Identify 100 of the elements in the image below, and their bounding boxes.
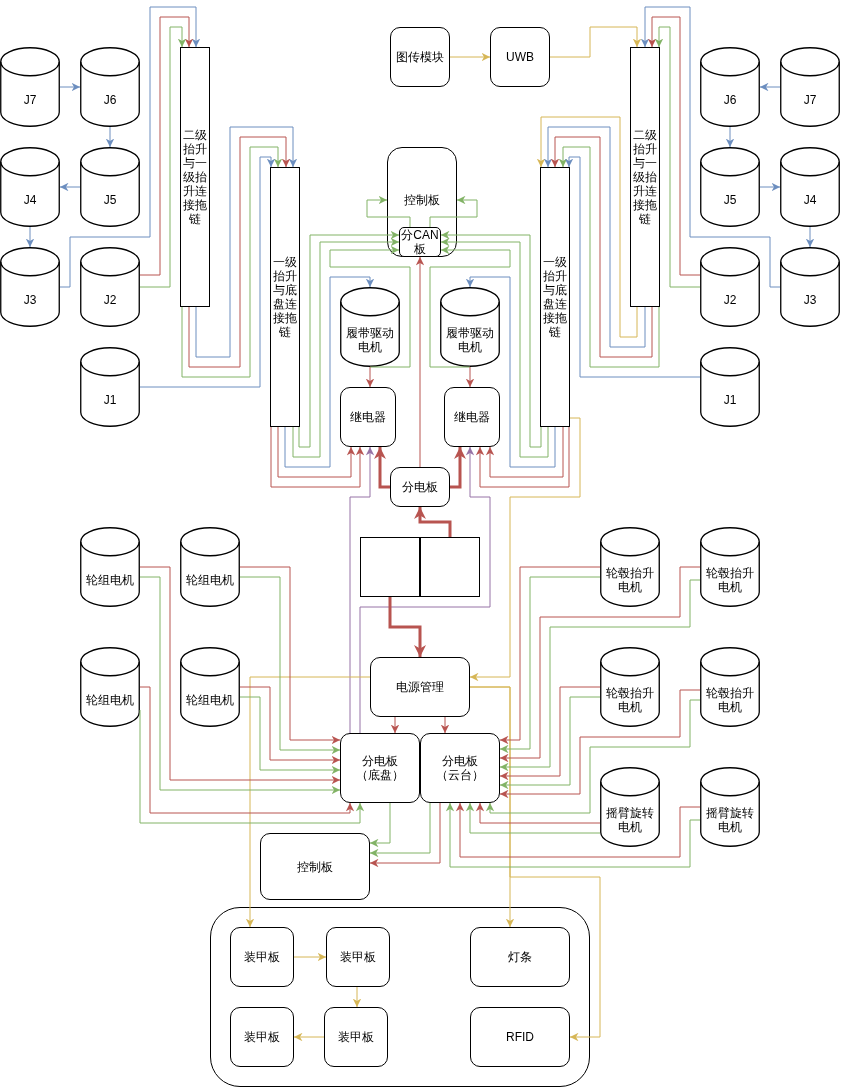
- arrow: [284, 276, 375, 468]
- process-box: [340, 733, 420, 803]
- node-label: J1: [103, 393, 117, 407]
- node-label: 轮组电机: [186, 573, 234, 587]
- arrow: [59, 82, 81, 92]
- process-box: [230, 1007, 294, 1067]
- arrow: [365, 366, 375, 388]
- node-label: 二级抬升与一级抬升连接拖链: [182, 128, 208, 226]
- node-label: 继电器: [350, 410, 386, 424]
- node-label: J6: [103, 93, 117, 107]
- node-label: J7: [803, 93, 817, 107]
- arrow: [390, 716, 400, 734]
- arrow: [25, 226, 35, 248]
- arrow: [725, 126, 735, 148]
- process-box: [230, 927, 294, 987]
- node-label: 装甲板: [244, 1030, 280, 1044]
- node-label: 分电板（云台）: [435, 754, 485, 782]
- arrow: [239, 696, 341, 775]
- process-box: [630, 47, 660, 307]
- node-label: 轮组电机: [86, 693, 134, 707]
- arrow: [414, 507, 452, 537]
- arrow: [329, 245, 411, 368]
- arrow: [277, 426, 356, 478]
- arrow: [415, 256, 425, 468]
- process-box: [390, 27, 450, 87]
- arrow: [388, 597, 426, 657]
- arrow: [499, 686, 601, 781]
- node-label: 装甲板: [244, 950, 280, 964]
- node-label: 履带驱动电机: [445, 326, 495, 354]
- process-box: [326, 927, 390, 987]
- node-label: RFID: [506, 1030, 534, 1044]
- arrow: [440, 716, 450, 734]
- arrow: [654, 26, 701, 288]
- arrow: [640, 6, 781, 288]
- node-label: 二级抬升与一级抬升连接拖链: [632, 128, 658, 226]
- node-label: J2: [723, 293, 737, 307]
- node-label: J5: [723, 193, 737, 207]
- process-box: [470, 1007, 570, 1067]
- node-label: 控制板: [297, 859, 333, 874]
- arrow: [188, 136, 291, 368]
- node-label: 一级抬升与底盘连接拖链: [542, 255, 568, 339]
- arrow: [499, 689, 701, 799]
- node-label: J1: [723, 393, 737, 407]
- arrow: [485, 699, 701, 814]
- node-label: 摇臂旋转电机: [705, 806, 755, 834]
- node-label: 装甲板: [340, 950, 376, 964]
- node-label: J2: [103, 293, 117, 307]
- process-box: [444, 387, 500, 447]
- node-label: 轮毂抬升电机: [705, 686, 755, 714]
- arrow: [805, 226, 815, 248]
- arrow: [245, 676, 371, 928]
- arrow: [485, 426, 564, 478]
- process-box: [260, 833, 370, 900]
- arrow: [429, 195, 478, 228]
- arrow: [139, 686, 355, 814]
- node-label: J3: [803, 293, 817, 307]
- process-box: [390, 467, 450, 507]
- node-label: J6: [723, 93, 737, 107]
- node-label: 分CAN板: [400, 228, 440, 256]
- node-label: J4: [23, 193, 37, 207]
- process-box: [180, 47, 210, 307]
- process-box: [540, 167, 570, 427]
- arrow: [352, 986, 362, 1008]
- arrow: [469, 686, 601, 1042]
- arrow: [239, 686, 341, 765]
- arrow: [465, 276, 556, 468]
- process-box: [370, 657, 470, 717]
- arrow: [759, 182, 781, 192]
- arrow: [465, 802, 601, 834]
- node-label: J7: [23, 93, 37, 107]
- node-label: 控制板: [404, 193, 440, 207]
- arrow: [550, 136, 653, 358]
- arrow: [270, 426, 365, 488]
- arrow: [139, 709, 365, 824]
- node-label: UWB: [506, 50, 534, 64]
- group-container: [210, 907, 590, 1087]
- arrow: [475, 802, 601, 824]
- node-label: 分电板: [402, 480, 438, 494]
- arrow: [450, 447, 466, 489]
- arrow: [195, 126, 298, 358]
- arrow: [499, 696, 601, 790]
- arrow: [429, 245, 511, 368]
- arrow: [549, 26, 642, 58]
- node-label: 轮组电机: [186, 693, 234, 707]
- process-box: [270, 167, 300, 427]
- arrow: [475, 426, 570, 488]
- node-label: 继电器: [454, 410, 490, 424]
- arrow: [139, 26, 187, 288]
- node-label: 装甲板: [338, 1030, 374, 1044]
- node-label: 摇臂旋转电机: [605, 806, 655, 834]
- node-label: 灯条: [508, 950, 532, 964]
- arrow: [564, 156, 701, 378]
- arrow: [349, 446, 375, 734]
- process-box: [387, 147, 457, 257]
- arrow: [647, 16, 701, 276]
- process-box: [420, 733, 500, 803]
- node-label: 电源管理: [396, 680, 444, 694]
- arrow: [759, 82, 781, 92]
- node-label: 轮毂抬升电机: [705, 566, 755, 594]
- arrow: [465, 366, 475, 388]
